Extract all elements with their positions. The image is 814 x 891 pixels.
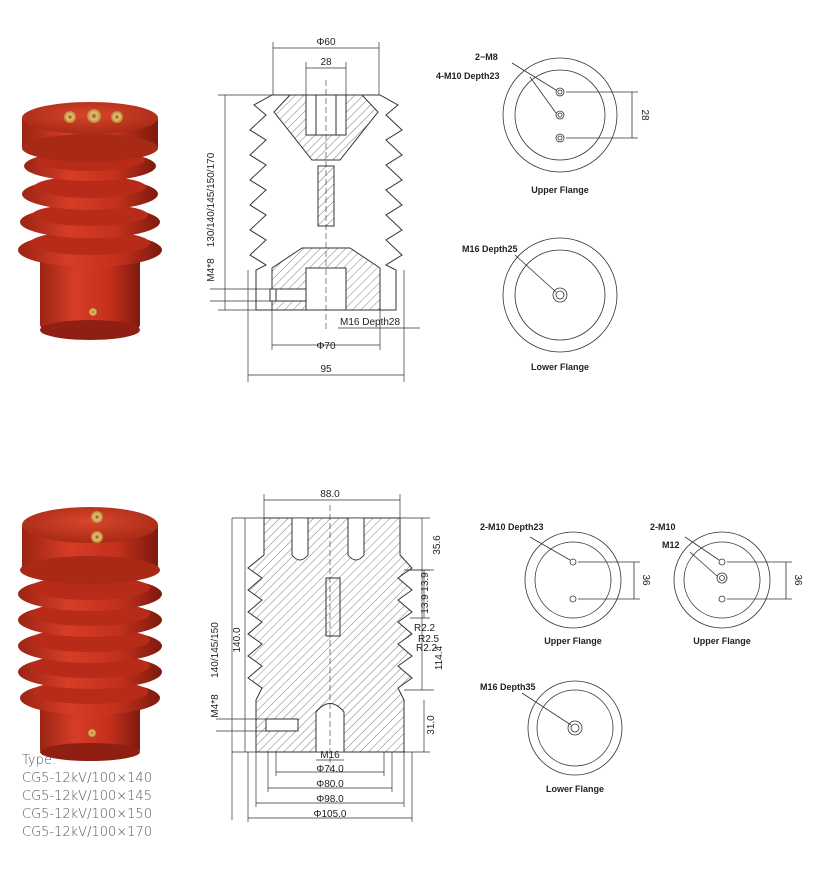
insulator-photo-bottom [18,507,162,761]
bottom-lower-label: M16 Depth35 [480,682,536,692]
dim-phi70: Φ70 [316,341,336,352]
dim-heights-bottom: 140/145/150 [210,622,221,678]
bottom-section-dimensions [216,494,434,822]
dim-phi98: Φ98.0 [316,794,344,805]
dim-r2-2-a: R2.2 [414,623,436,634]
top-upper-label-a: 2−M8 [475,52,498,62]
bottom-upper-b-dim: 36 [792,574,803,586]
bottom-upper-a-title: Upper Flange [544,636,602,646]
bottom-upper-b-label-b: M12 [662,540,680,550]
bottom-upper-a-dim: 36 [640,574,651,586]
dim-114-4: 114.4 [434,645,445,670]
dim-140: 140.0 [232,627,243,652]
dim-31: 31.0 [426,715,437,735]
dim-88: 88.0 [320,489,340,500]
dim-35-6: 35.6 [432,535,443,555]
dim-phi80: Φ80.0 [316,779,344,790]
type-item: CG5-12kV/100×170 [22,825,152,840]
top-upper-flange [502,57,638,173]
top-section-dimensions [210,42,420,382]
bottom-upper-b-label-a: 2-M10 [650,522,676,532]
top-upper-title: Upper Flange [531,185,589,195]
dim-phi105: Φ105.0 [313,809,346,820]
dim-28: 28 [320,57,332,68]
dim-r2-5: R2.5 [418,634,440,645]
dim-m16-top: M16 Depth28 [340,317,400,328]
dim-13-9-b: 13.9 [420,594,431,614]
top-lower-flange [502,237,618,353]
top-lower-title: Lower Flange [531,362,589,372]
bottom-upper-flange-b [673,531,792,629]
dim-13-9-a: 13.9 [420,572,431,592]
bottom-lower-flange [521,680,623,776]
dim-m4-bottom: M4*8 [210,694,221,718]
dim-heights-top: 130/140/145/150/170 [206,152,217,247]
type-list: Type: CG5-12kV/100×140 CG5-12kV/100×145 … [22,752,152,842]
dim-m4-top: M4*8 [206,258,217,282]
dim-phi60: Φ60 [316,37,336,48]
top-upper-dim-28: 28 [639,109,650,121]
top-upper-label-b: 4-M10 Depth23 [436,71,500,81]
type-item: CG5-12kV/100×150 [22,807,152,822]
bottom-upper-flange-a [524,531,640,629]
type-heading: Type: [22,753,57,768]
insulator-photo-top [18,102,162,340]
dim-95: 95 [320,364,332,375]
bottom-lower-title: Lower Flange [546,784,604,794]
type-item: CG5-12kV/100×140 [22,771,152,786]
dim-phi74: Φ74.0 [316,764,344,775]
bottom-section-drawing [247,505,413,770]
type-item: CG5-12kV/100×145 [22,789,152,804]
bottom-upper-a-label: 2-M10 Depth23 [480,522,544,532]
dim-r2-2-b: R2.2 [416,643,438,654]
dim-m16-bottom: M16 [320,750,340,761]
bottom-upper-b-title: Upper Flange [693,636,751,646]
top-section-drawing [249,80,403,330]
top-lower-label: M16 Depth25 [462,244,518,254]
